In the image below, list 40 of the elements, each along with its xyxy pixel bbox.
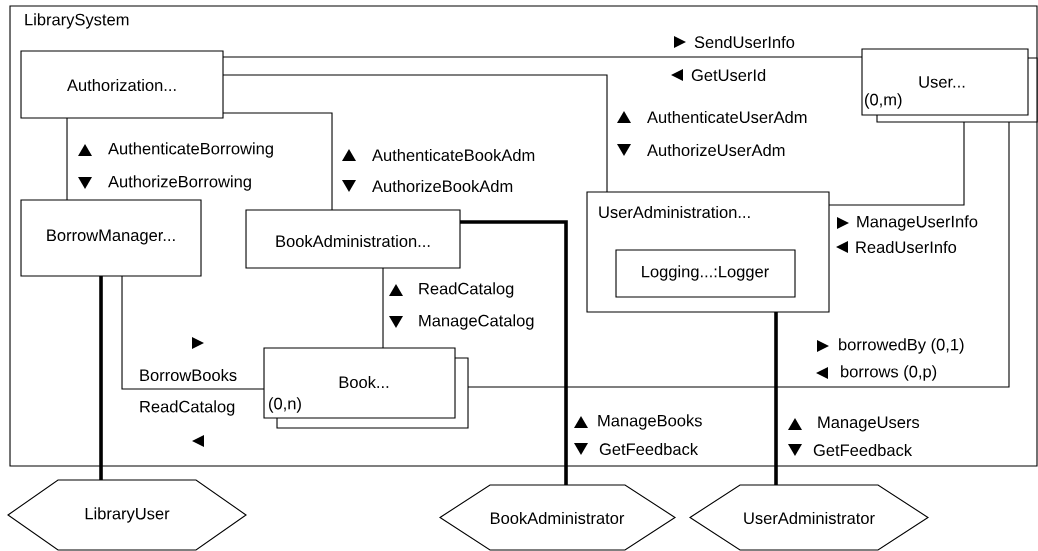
signal-name: AuthenticateBorrowing	[108, 142, 273, 158]
signal-name: ManageUsers	[818, 416, 920, 432]
signal-name: ReadUserInfo	[856, 240, 957, 254]
block-box: Authorization...	[20, 50, 224, 119]
channel-line	[99, 276, 103, 480]
signal-name: GetUserId	[691, 68, 766, 82]
signal-name: ManageCatalog	[419, 314, 534, 330]
block-box: BookAdministration...	[245, 209, 461, 269]
channel-line	[121, 275, 265, 390]
actor-hexagon: UserAdministrator	[689, 484, 929, 551]
signal-name: AuthorizeBookAdm	[372, 179, 513, 193]
signal-name: AuthorizeUserAdm	[647, 143, 785, 157]
signal-name: ReadCatalog	[140, 400, 235, 416]
actor-hexagon: LibraryUser	[7, 479, 247, 551]
block-box: BorrowManager...	[20, 199, 202, 277]
signal-name: ManageUserInfo	[857, 215, 978, 231]
channel-line	[774, 312, 778, 485]
channel-line	[460, 220, 568, 485]
signal-name: ReadCatalog	[419, 282, 514, 298]
channel-line	[828, 121, 965, 206]
signal-name: GetFeedback	[813, 443, 913, 457]
signal-name: GetFeedback	[599, 442, 699, 456]
signal-name: AuthenticateUserAdm	[647, 110, 807, 124]
signal-name: AuthenticateBookAdm	[372, 148, 535, 162]
channel-line	[382, 267, 384, 349]
channel-line	[467, 121, 1010, 388]
signal-name: AuthorizeBorrowing	[108, 175, 251, 191]
signal-name: borrows (0,p)	[841, 365, 937, 381]
block-box: Logging...:Logger	[615, 249, 796, 298]
channel-line	[66, 117, 68, 201]
block-box: User... (0,m)	[861, 48, 1038, 123]
channel-line	[222, 112, 333, 211]
actor-hexagon: BookAdministrator	[439, 484, 676, 551]
channel-line	[222, 56, 863, 58]
block-box: Book... (0,n)	[263, 347, 469, 429]
signal-name: ManageBooks	[598, 414, 702, 430]
signal-name: borrowedBy (0,1)	[839, 338, 964, 354]
signal-name: SendUserInfo	[694, 35, 795, 49]
channel-line	[222, 74, 608, 193]
signal-name: BorrowBooks	[140, 368, 237, 382]
